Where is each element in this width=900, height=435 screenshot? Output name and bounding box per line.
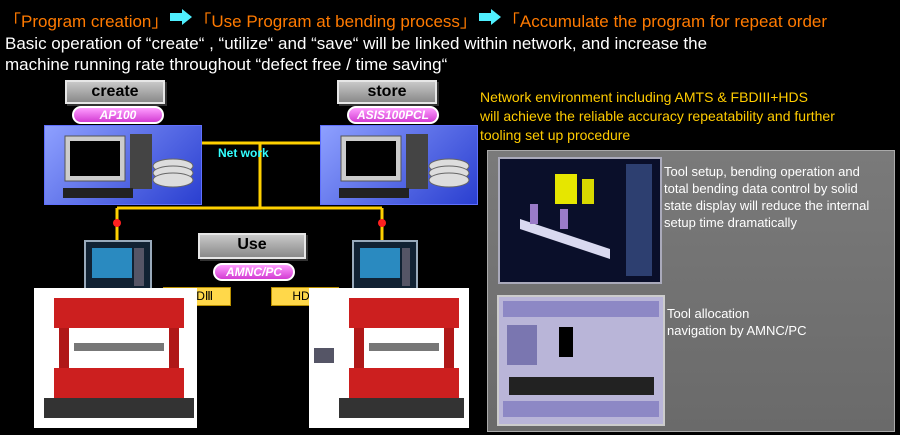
tool-setup-3d-icon: [520, 164, 652, 276]
panel1-line-3: state display will reduce the internal: [664, 198, 870, 213]
network-label: Net work: [218, 146, 269, 160]
header-description-line1: Basic operation of “create“ , “utilize“ …: [5, 34, 708, 53]
tool-allocation-icon: [503, 301, 659, 417]
arrow-right-icon: [478, 9, 501, 30]
create-label: create: [65, 80, 165, 104]
tool-setup-screen-image: [498, 157, 662, 284]
intro-line-2: will achieve the reliable accuracy repea…: [480, 108, 835, 124]
intro-line-1: Network environment including AMTS & FBD…: [480, 89, 808, 105]
panel2-line-2: navigation by AMNC/PC: [667, 323, 807, 338]
arrow-right-icon: [170, 9, 193, 30]
touch-screen-image-right: [352, 240, 418, 294]
computer-icon: [63, 134, 194, 198]
step-program-creation: 「Program creation」: [4, 12, 169, 31]
panel1-line-4: setup time dramatically: [664, 215, 797, 230]
press-brake-left-image: [34, 288, 197, 428]
panel1-line-2: total bending data control by solid: [664, 181, 858, 196]
panel1-line-1: Tool setup, bending operation and: [664, 164, 860, 179]
intro-line-3: tooling set up procedure: [480, 127, 631, 143]
asis100pcl-badge: ASIS100PCL: [347, 106, 439, 124]
network-lines: [113, 141, 386, 240]
touch-screen-image-left: [84, 240, 152, 294]
panel2-line-1: Tool allocation: [667, 306, 750, 321]
use-label: Use: [198, 233, 306, 259]
ap100-badge: AP100: [72, 106, 164, 124]
panel1-description: Tool setup, bending operation and total …: [664, 163, 869, 231]
computer-store-image: [320, 125, 478, 205]
press-brake-right-image: [309, 288, 469, 428]
store-label: store: [337, 80, 437, 104]
amnc-pc-badge: AMNC/PC: [213, 263, 295, 281]
panel2-description: Tool allocation navigation by AMNC/PC: [667, 305, 806, 339]
step-use-program: 「Use Program at bending process」: [194, 12, 477, 31]
step-accumulate: 「Accumulate the program for repeat order: [502, 12, 828, 31]
header-description-line2: machine running rate throughout “defect …: [5, 55, 448, 74]
press-brake-icon: [44, 298, 194, 418]
network-environment-text: Network environment including AMTS & FBD…: [480, 88, 835, 145]
computer-icon: [339, 134, 470, 198]
press-brake-icon: [314, 298, 464, 418]
header-flow: 「Program creation」 「Use Program at bendin…: [4, 7, 827, 32]
computer-create-image: [44, 125, 202, 205]
tool-allocation-screen-image: [497, 295, 665, 426]
